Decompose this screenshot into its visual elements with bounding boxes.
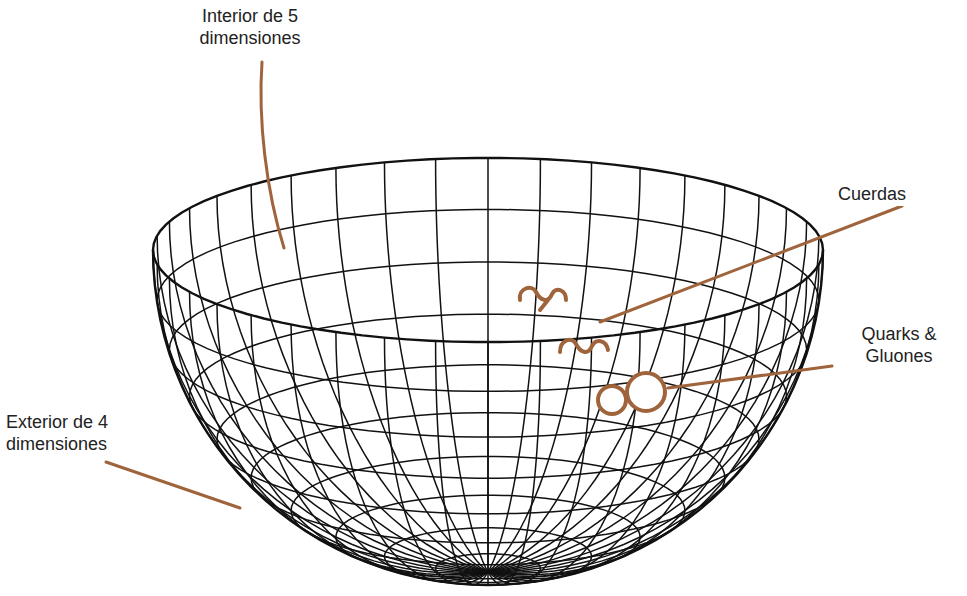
latitude-ring — [190, 314, 787, 478]
meridian-line — [436, 341, 488, 585]
meridian-line — [488, 338, 592, 584]
text-label: Cuerdas — [836, 182, 936, 206]
text-label: Interior de 5 dimensiones — [175, 4, 325, 50]
latitude-ring — [436, 554, 541, 583]
meridian-line — [157, 264, 488, 572]
leader-line — [668, 366, 832, 388]
leader-line — [106, 462, 240, 508]
latitude-ring — [336, 495, 640, 579]
meridian-line — [291, 175, 488, 572]
meridian-line — [488, 341, 540, 585]
leader-line — [600, 206, 902, 322]
gluon-circle — [627, 373, 665, 411]
string-squiggle — [560, 340, 608, 352]
meridian-line — [384, 338, 488, 584]
latitude-ring — [251, 413, 725, 543]
meridian-line — [488, 175, 685, 572]
latitude-ring — [157, 209, 819, 391]
meridian-line — [157, 236, 488, 572]
latitude-ring — [169, 262, 806, 437]
text-label: Exterior de 4 dimensiones — [4, 410, 144, 456]
meridian-line — [488, 185, 725, 572]
quark-circle — [598, 386, 626, 414]
string-squiggle — [520, 288, 566, 310]
meridian-line — [488, 236, 819, 572]
text-label: Quarks & Gluones — [840, 322, 958, 368]
latitude-ring — [291, 456, 685, 564]
leader-line — [261, 62, 284, 248]
bowl-outline — [153, 250, 823, 585]
meridian-line — [217, 304, 488, 576]
meridian-line — [488, 162, 592, 572]
annotations — [106, 62, 902, 508]
wire-mesh — [153, 158, 823, 585]
meridian-line — [251, 185, 488, 572]
